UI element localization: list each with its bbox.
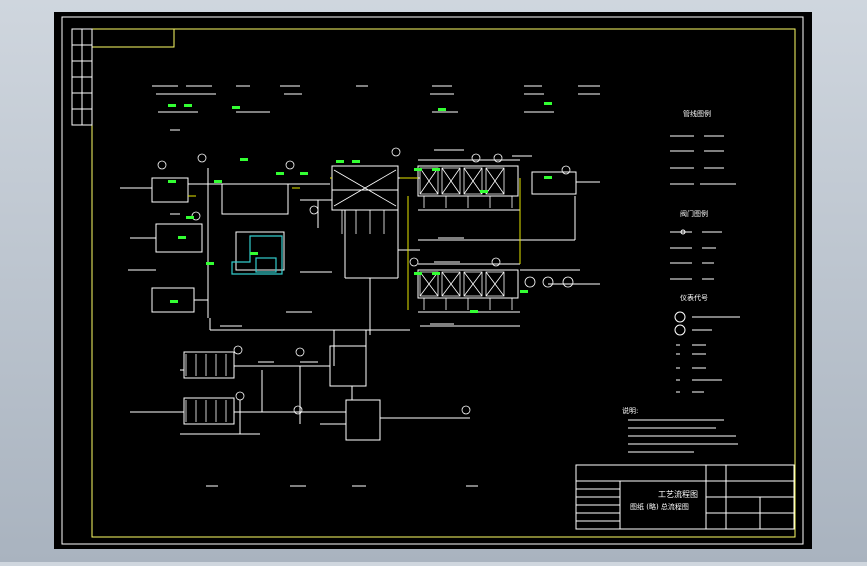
drawing-subtitle: 图纸 (略) 总流程图 bbox=[630, 502, 689, 511]
equipment-tags bbox=[168, 102, 552, 313]
legend-section-2: 阀门图例 bbox=[680, 209, 708, 218]
small-annotations bbox=[120, 85, 600, 487]
notes-block: 说明: bbox=[622, 406, 738, 453]
title-block bbox=[575, 464, 795, 530]
nozzle-drops bbox=[341, 196, 513, 310]
inner-border bbox=[91, 28, 796, 538]
legend-section-3: 仪表代号 bbox=[680, 293, 708, 302]
drawing-title: 工艺流程图 bbox=[658, 489, 698, 499]
legend-panel: 管线图例 阀门图例 仪表代号 bbox=[670, 109, 740, 393]
left-strip-marks bbox=[72, 29, 92, 125]
highlighted-equipment bbox=[231, 235, 283, 275]
yellow-process-lines bbox=[188, 177, 521, 310]
top-left-tab bbox=[92, 29, 175, 48]
notes-heading: 说明: bbox=[622, 406, 638, 415]
outer-frame bbox=[61, 16, 804, 545]
filter-cells bbox=[185, 167, 505, 422]
legend-section-1: 管线图例 bbox=[683, 109, 711, 118]
drawing-canvas bbox=[54, 12, 812, 549]
instrument-bubbles bbox=[157, 147, 574, 415]
